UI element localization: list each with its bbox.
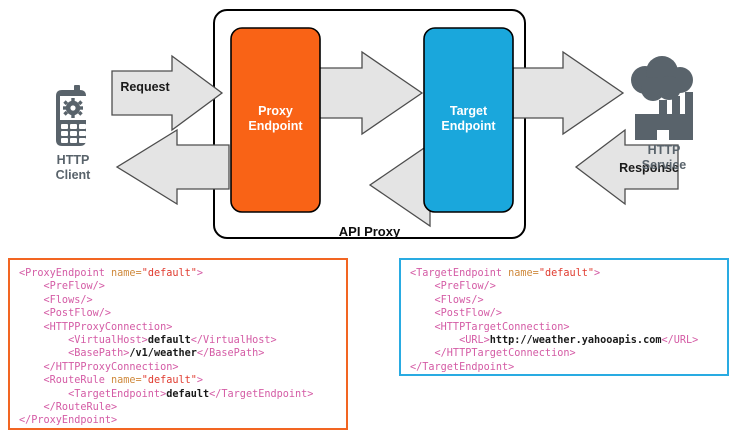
proxy-endpoint-xml-box[interactable]: <ProxyEndpoint name="default"> <PreFlow/…	[8, 258, 348, 430]
proxy-endpoint-xml-code: <ProxyEndpoint name="default"> <PreFlow/…	[19, 268, 314, 427]
response-arrow-label: Response	[619, 161, 679, 175]
target-to-service-arrow	[512, 50, 625, 136]
proxy-endpoint-box[interactable]	[230, 27, 321, 213]
api-proxy-label: API Proxy	[338, 224, 401, 239]
response-arrow	[574, 128, 679, 206]
http-client-label: HTTP Client	[55, 153, 91, 182]
request-arrow	[111, 54, 224, 132]
proxy-to-client-arrow	[115, 128, 230, 206]
http-service-label: HTTP Service	[641, 143, 687, 172]
factory-cloud-icon	[631, 56, 693, 140]
target-endpoint-xml-code: <TargetEndpoint name="default"> <PreFlow…	[410, 268, 699, 373]
target-endpoint-xml-box[interactable]: <TargetEndpoint name="default"> <PreFlow…	[399, 258, 729, 376]
mobile-phone-icon	[56, 85, 86, 146]
target-endpoint-label: Target Endpoint	[441, 104, 496, 133]
proxy-endpoint-label: Proxy Endpoint	[248, 104, 303, 133]
target-endpoint-box[interactable]	[423, 27, 514, 213]
request-arrow-label: Request	[120, 80, 170, 94]
